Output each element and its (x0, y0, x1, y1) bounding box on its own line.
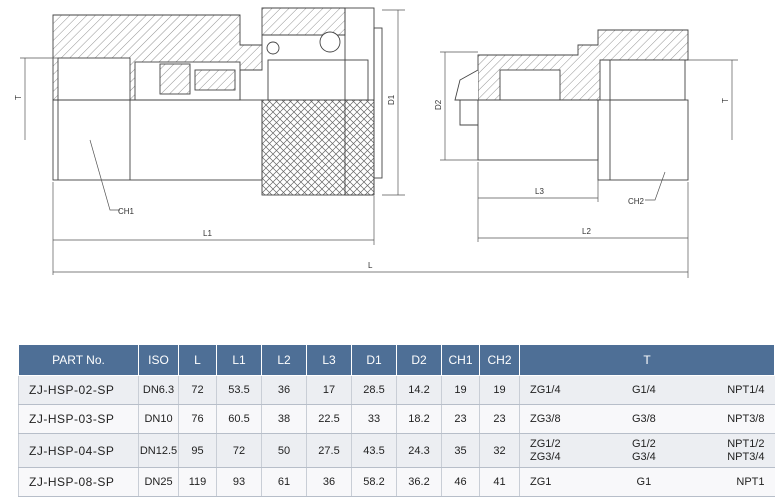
cell-l: 95 (178, 433, 217, 468)
cell-d2: 14.2 (396, 375, 442, 405)
label-t-right: T (721, 98, 730, 103)
cell-d2: 36.2 (396, 467, 442, 497)
header-t: T (519, 344, 775, 376)
cell-part: ZJ-HSP-08-SP (18, 467, 139, 497)
label-d1: D1 (387, 94, 396, 105)
label-ch2: CH2 (628, 197, 645, 206)
coupling-technical-drawing: T D1 D2 T CH1 CH2 L1 L L3 L2 (14, 7, 738, 278)
header-l3: L3 (306, 344, 352, 376)
dimension-lines (20, 9, 738, 278)
cell-d1: 33 (351, 404, 397, 434)
cell-t3: NPT1/4 (727, 383, 765, 396)
label-ch1: CH1 (118, 207, 135, 216)
cell-iso: DN25 (138, 467, 179, 497)
cell-t1: ZG1/2 ZG3/4 (530, 437, 561, 463)
cell-l: 72 (178, 375, 217, 405)
header-l1: L1 (216, 344, 262, 376)
cell-t3: NPT3/8 (727, 412, 765, 425)
label-l2: L2 (582, 227, 591, 236)
cell-t3: NPT1/2 NPT3/4 (727, 437, 765, 463)
cell-ch1: 35 (441, 433, 480, 468)
cell-part: ZJ-HSP-03-SP (18, 404, 139, 434)
cell-d2: 24.3 (396, 433, 442, 468)
cell-l: 76 (178, 404, 217, 434)
cell-t2: G1/2 G3/4 (631, 437, 656, 463)
label-l: L (368, 261, 373, 270)
cell-t2: G1 (636, 475, 652, 488)
cell-l3: 17 (306, 375, 352, 405)
cell-ch2: 41 (479, 467, 520, 497)
cell-thread: ZG3/8 G3/8 NPT3/8 (519, 404, 775, 434)
header-l: L (178, 344, 217, 376)
spec-table: PART No. ISO L L1 L2 L3 D1 D2 CH1 CH2 T … (18, 344, 775, 497)
cell-l2: 36 (261, 375, 307, 405)
label-l3: L3 (535, 187, 544, 196)
cell-thread: ZG1 G1 NPT1 (519, 467, 775, 497)
cell-t2: G3/8 (631, 412, 656, 425)
table-header-row: PART No. ISO L L1 L2 L3 D1 D2 CH1 CH2 T (18, 344, 775, 376)
cell-t1: ZG1 (530, 475, 552, 488)
cell-l2: 61 (261, 467, 307, 497)
cell-iso: DN10 (138, 404, 179, 434)
cell-ch1: 46 (441, 467, 480, 497)
cell-d2: 18.2 (396, 404, 442, 434)
label-l1: L1 (203, 229, 212, 238)
female-coupler (52, 7, 383, 196)
cell-d1: 58.2 (351, 467, 397, 497)
header-l2: L2 (261, 344, 307, 376)
cell-ch2: 19 (479, 375, 520, 405)
cell-l3: 22.5 (306, 404, 352, 434)
cell-thread: ZG1/2 ZG3/4 G1/2 G3/4 NPT1/2 NPT3/4 (519, 433, 775, 468)
cell-l3: 36 (306, 467, 352, 497)
cell-ch1: 19 (441, 375, 480, 405)
header-d2: D2 (396, 344, 442, 376)
cell-iso: DN6.3 (138, 375, 179, 405)
cell-part: ZJ-HSP-04-SP (18, 433, 139, 468)
male-plug (454, 29, 689, 181)
cell-l: 119 (178, 467, 217, 497)
cell-part: ZJ-HSP-02-SP (18, 375, 139, 405)
cell-iso: DN12.5 (138, 433, 179, 468)
cell-thread: ZG1/4 G1/4 NPT1/4 (519, 375, 775, 405)
cell-t1: ZG3/8 (530, 412, 561, 425)
cell-l1: 53.5 (216, 375, 262, 405)
cell-l3: 27.5 (306, 433, 352, 468)
cell-d1: 43.5 (351, 433, 397, 468)
header-ch2: CH2 (479, 344, 520, 376)
cell-l2: 50 (261, 433, 307, 468)
cell-l1: 72 (216, 433, 262, 468)
cell-ch2: 23 (479, 404, 520, 434)
cell-ch2: 32 (479, 433, 520, 468)
label-t-left: T (14, 95, 23, 100)
cell-t2: G1/4 (631, 383, 656, 396)
cell-d1: 28.5 (351, 375, 397, 405)
header-d1: D1 (351, 344, 397, 376)
cell-l2: 38 (261, 404, 307, 434)
header-ch1: CH1 (441, 344, 480, 376)
cell-l1: 60.5 (216, 404, 262, 434)
label-d2: D2 (434, 99, 443, 110)
header-iso: ISO (138, 344, 179, 376)
header-part-no: PART No. (18, 344, 139, 376)
cell-l1: 93 (216, 467, 262, 497)
cell-ch1: 23 (441, 404, 480, 434)
cell-t3: NPT1 (736, 475, 765, 488)
cell-t1: ZG1/4 (530, 383, 561, 396)
